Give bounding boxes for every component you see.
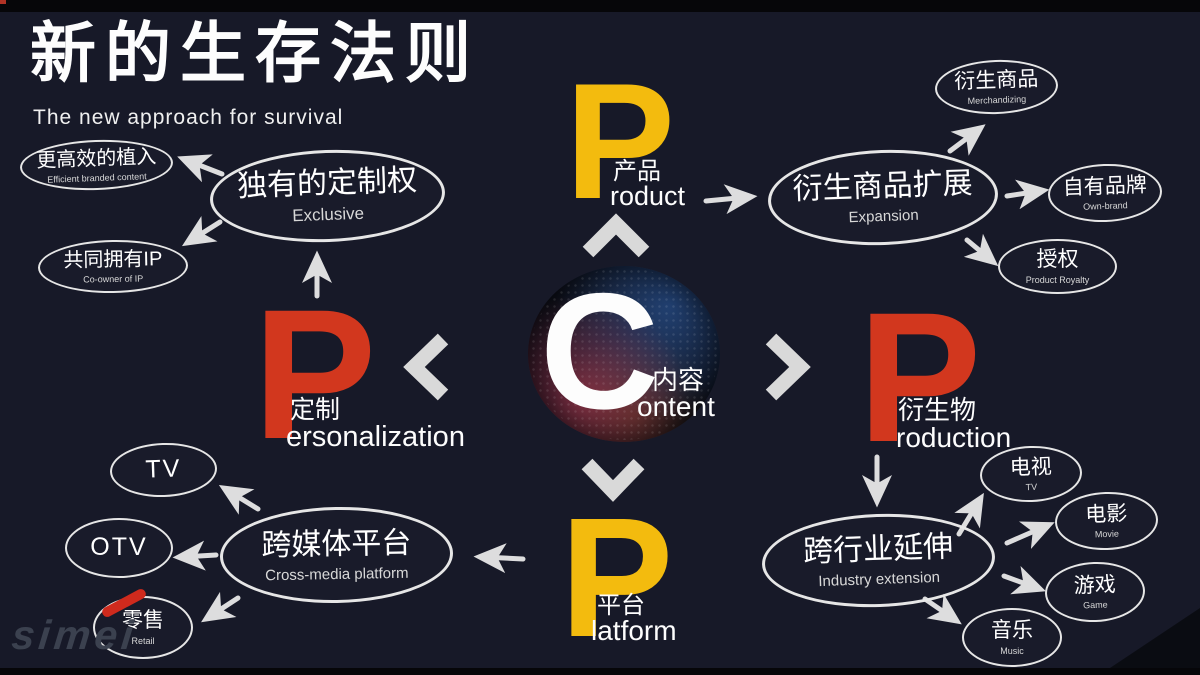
production-label-en: roduction [896,422,1012,453]
bubble-label: 授权 [1036,248,1079,272]
bubble-co-owner-of-ip: 共同拥有IP Co-owner of IP [37,238,189,295]
bubble-sublabel: Merchandizing [967,94,1027,107]
bubble-sublabel: Industry extension [818,568,941,591]
product-label-en: roduct [610,181,686,211]
content-globe [528,266,720,442]
content-label-en: ontent [637,391,715,422]
bubble-otv: OTV [65,518,173,578]
bubble-cross-media-platform: 跨媒体平台 Cross-media platform [219,504,454,606]
bubble-merchandizing: 衍生商品 Merchandizing [934,57,1059,117]
arrow-expansion-to-ownbrand-icon [1004,179,1050,210]
bubble-label: 衍生商品扩展 [792,166,974,207]
platform-label-en: latform [591,615,677,646]
letterbox-bottom-bar [0,668,1200,675]
bubble-expansion: 衍生商品扩展 Expansion [766,146,1000,249]
bubble-exclusive: 独有的定制权 Exclusive [208,145,447,247]
arrow-industry-to-game-icon [1001,566,1046,595]
arrow-exclusive-to-efficient-icon [177,154,225,183]
bubble-label: 零售 [122,609,164,633]
arrow-expansion-to-royalty-icon [963,233,999,267]
bubble-sublabel: Retail [131,635,155,646]
chevron-right-icon [765,333,811,401]
production-label-zh: 衍生物 [898,395,977,425]
bubble-label: 更高效的植入 [35,145,157,172]
bubble-label: 跨行业延伸 [802,530,954,569]
bubble-game: 游戏 Game [1043,560,1147,624]
slide-subtitle: The new approach for survival [33,106,344,129]
personalization-label-en: ersonalization [286,421,465,453]
product-label-zh: 产品 [613,158,661,185]
bubble-industry-extension: 跨行业延伸 Industry extension [760,509,997,612]
bubble-product-royalty: 授权 Product Royalty [998,239,1117,294]
bubble-label: 电视 [1009,455,1053,480]
bubble-sublabel: Exclusive [291,203,365,226]
bubble-sublabel: Own-brand [1083,200,1128,212]
bubble-sublabel: Product Royalty [1025,274,1090,285]
bubble-label: 共同拥有IP [63,248,163,272]
bubble-own-brand: 自有品牌 Own-brand [1047,162,1163,224]
bubble-label: 音乐 [991,619,1033,643]
simei-logo: simei [9,612,140,658]
bubble-sublabel: Music [1000,645,1024,656]
bubble-label: 独有的定制权 [236,163,418,204]
letter-content: C [540,259,660,443]
arrow-product-to-expansion-icon [703,184,758,215]
arrow-industry-to-music-icon [922,593,962,625]
bubble-sublabel: Cross-media platform [265,564,409,584]
chevron-left-icon [403,333,449,401]
bubble-label: 游戏 [1073,573,1117,598]
letter-platform: P [560,483,674,673]
bubble-sublabel: Co-owner of IP [83,273,144,285]
letter-personalization: P [253,272,377,478]
bubble-label: 电影 [1084,502,1128,527]
bubble-label: 跨媒体平台 [261,526,412,562]
bubble-tv: TV [109,441,218,499]
personalization-label-zh: 定制 [290,396,341,424]
arrow-exclusive-to-coowner-icon [181,216,223,247]
platform-label-zh: 平台 [597,592,645,619]
bubble-sublabel: Efficient branded content [47,170,147,185]
arrow-industry-to-movie-icon [1004,521,1055,549]
letter-product: P [565,49,676,233]
bubble-sublabel: Movie [1094,528,1120,540]
bubble-sublabel: Game [1083,599,1108,611]
arrow-crossmedia-to-retail-icon [201,591,241,623]
bubble-label: TV [145,454,182,484]
arrow-crossmedia-to-tv-icon [218,485,261,515]
arrow-platform-to-crossmedia-icon [473,543,526,574]
bubble-efficient-branded-content: 更高效的植入 Efficient branded content [19,137,174,193]
bubble-label: 衍生商品 [953,67,1039,94]
bubble-label: OTV [90,533,148,562]
arrow-crossmedia-to-otv-icon [172,540,219,571]
bubble-music: 音乐 Music [962,608,1062,667]
corner-artifact [0,0,6,4]
slide-title: 新的生存法则 [30,16,480,90]
letterbox-top-bar [0,0,1200,12]
bubble-sublabel: Expansion [848,206,919,227]
content-label-zh: 内容 [652,365,705,395]
bubble-movie: 电影 Movie [1054,490,1159,552]
corner-shadow [1110,608,1200,668]
letter-production: P [858,275,982,481]
arrow-expansion-to-merchandizing-icon [947,124,986,156]
bubble-label: 自有品牌 [1062,173,1148,200]
bubble-sublabel: TV [1025,481,1038,493]
